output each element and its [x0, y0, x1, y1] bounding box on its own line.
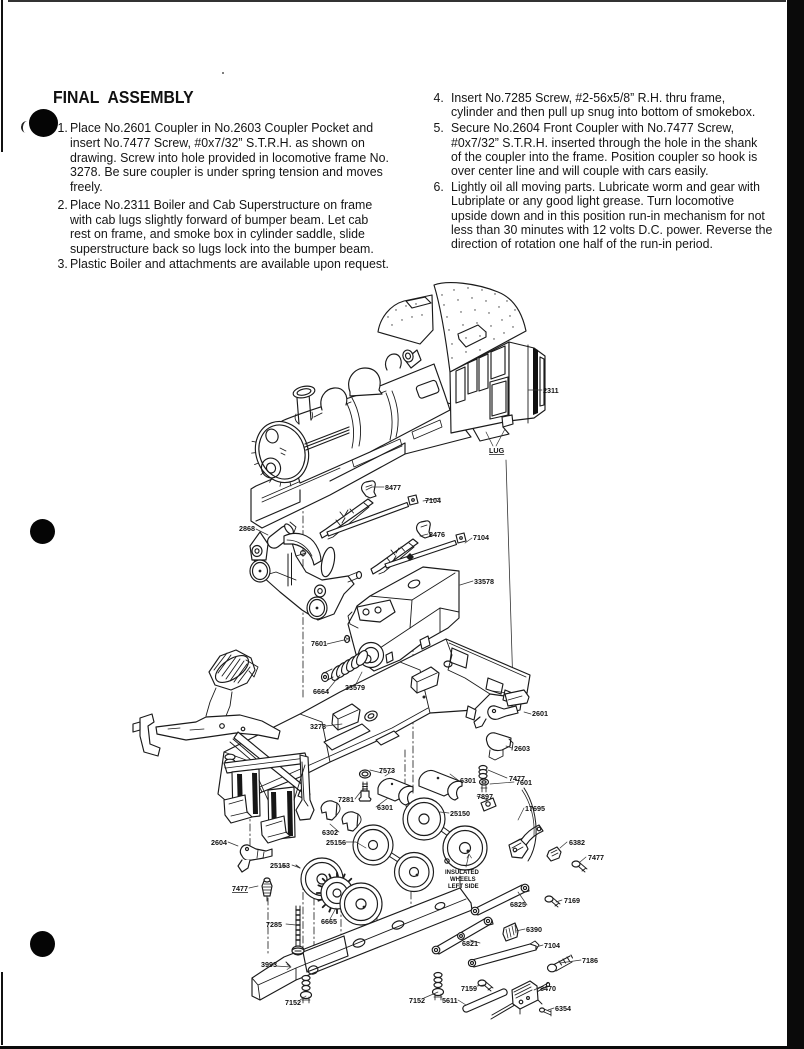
svg-text:6302: 6302: [322, 828, 338, 837]
svg-text:7169: 7169: [564, 896, 580, 905]
svg-text:6665: 6665: [321, 917, 337, 926]
svg-text:3278: 3278: [310, 722, 326, 731]
svg-text:7601: 7601: [311, 639, 327, 648]
svg-text:7152: 7152: [409, 996, 425, 1005]
svg-text:7186: 7186: [582, 956, 598, 965]
svg-text:2311: 2311: [543, 386, 559, 395]
svg-text:7477: 7477: [588, 853, 604, 862]
svg-text:7104: 7104: [473, 533, 489, 542]
svg-text:6301: 6301: [460, 776, 476, 785]
svg-text:INSULATED: INSULATED: [445, 870, 480, 876]
svg-text:7477: 7477: [509, 774, 525, 783]
svg-text:7281: 7281: [338, 795, 354, 804]
svg-text:33579: 33579: [345, 683, 365, 692]
svg-text:17695: 17695: [525, 804, 545, 813]
svg-text:LUG: LUG: [489, 446, 505, 455]
svg-text:8476: 8476: [429, 530, 445, 539]
svg-text:2603: 2603: [514, 744, 530, 753]
svg-text:6354: 6354: [555, 1004, 571, 1013]
svg-text:7152: 7152: [285, 998, 301, 1007]
svg-text:2604: 2604: [211, 838, 227, 847]
svg-text:7285: 7285: [266, 920, 282, 929]
svg-text:7897: 7897: [477, 792, 493, 801]
svg-text:7104: 7104: [425, 496, 441, 505]
svg-text:WHEELS: WHEELS: [450, 877, 476, 883]
svg-text:7573: 7573: [379, 766, 395, 775]
svg-text:6382: 6382: [569, 838, 585, 847]
svg-text:33578: 33578: [474, 577, 494, 586]
svg-text:7104: 7104: [544, 941, 560, 950]
svg-text:8477: 8477: [385, 483, 401, 492]
svg-text:LEFT SIDE: LEFT SIDE: [448, 884, 479, 890]
svg-text:25156: 25156: [326, 838, 346, 847]
svg-text:25150: 25150: [450, 809, 470, 818]
svg-text:2868: 2868: [239, 524, 255, 533]
svg-text:5611: 5611: [442, 996, 458, 1005]
svg-text:6821: 6821: [462, 939, 478, 948]
svg-text:3993: 3993: [261, 960, 277, 969]
svg-text:6301: 6301: [377, 803, 393, 812]
svg-text:25153: 25153: [270, 861, 290, 870]
svg-text:7159: 7159: [461, 984, 477, 993]
svg-text:8470: 8470: [540, 984, 556, 993]
svg-text:6390: 6390: [526, 925, 542, 934]
svg-text:6664: 6664: [313, 687, 329, 696]
svg-text:6825: 6825: [510, 900, 526, 909]
svg-text:7477: 7477: [232, 884, 248, 893]
svg-text:2601: 2601: [532, 709, 548, 718]
svg-text:7601: 7601: [516, 778, 532, 787]
